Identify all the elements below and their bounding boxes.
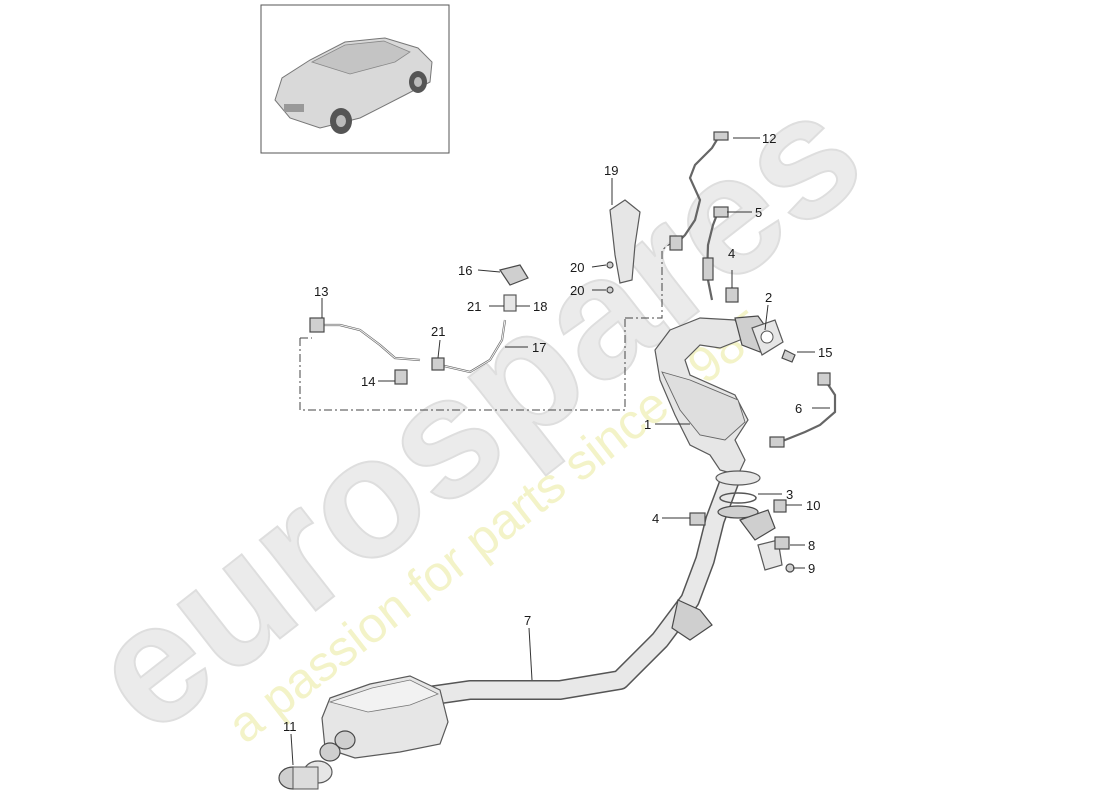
rear-exhaust-pipe	[390, 470, 740, 710]
callout-2: 2	[765, 290, 772, 305]
bracket	[739, 509, 776, 541]
bolt	[785, 563, 795, 573]
callout-21-upper: 21	[467, 299, 481, 314]
callout-4-lower: 4	[652, 511, 659, 526]
watermark: eurospares a passion for parts since 198…	[55, 54, 896, 770]
callout-13: 13	[314, 284, 328, 299]
callout-3: 3	[786, 487, 793, 502]
callout-10: 10	[806, 498, 820, 513]
watermark-brand: eurospares	[56, 55, 895, 769]
callout-4-upper: 4	[728, 246, 735, 261]
callout-12: 12	[762, 131, 776, 146]
flange-parts	[689, 287, 795, 573]
callout-6: 6	[795, 401, 802, 416]
callout-18: 18	[533, 299, 547, 314]
callout-1: 1	[644, 417, 651, 432]
callout-17: 17	[532, 340, 546, 355]
pressure-line-13	[309, 317, 421, 385]
rubber-mount-upper	[725, 287, 739, 303]
oxygen-sensor-6	[769, 372, 837, 448]
bracket-19	[606, 199, 641, 294]
callout-15: 15	[818, 345, 832, 360]
callout-7: 7	[524, 613, 531, 628]
pressure-line-17	[431, 319, 507, 374]
callout-5: 5	[755, 205, 762, 220]
nut	[774, 536, 790, 550]
callout-9: 9	[808, 561, 815, 576]
holder-14	[394, 369, 408, 385]
oxygen-sensor-12	[669, 131, 729, 251]
assembly-boundary	[299, 239, 676, 411]
callout-16: 16	[458, 263, 472, 278]
car-illustration	[274, 37, 433, 134]
exhaust-gasket-2	[751, 319, 784, 356]
callout-11: 11	[283, 719, 297, 734]
callout-8: 8	[808, 538, 815, 553]
callout-labels: 1 2 3 4 4 5 6 7 8 9 10 11 12 13 14 15 16…	[283, 131, 832, 734]
inline-resonator	[671, 599, 713, 641]
catalytic-converter	[654, 315, 769, 476]
screw	[773, 499, 787, 513]
sensor-holder-16	[499, 264, 529, 312]
rubber-mount	[689, 512, 706, 526]
bolt-15	[781, 349, 796, 363]
rear-muffler	[319, 675, 449, 762]
callout-19: 19	[604, 163, 618, 178]
vehicle-thumbnail	[260, 4, 450, 154]
pipe-clamp	[278, 760, 333, 790]
clip-21	[431, 357, 445, 371]
callout-21-lower: 21	[431, 324, 445, 339]
leader-lines	[290, 137, 830, 766]
callout-14: 14	[361, 374, 375, 389]
callout-20-upper: 20	[570, 260, 584, 275]
callout-20-lower: 20	[570, 283, 584, 298]
